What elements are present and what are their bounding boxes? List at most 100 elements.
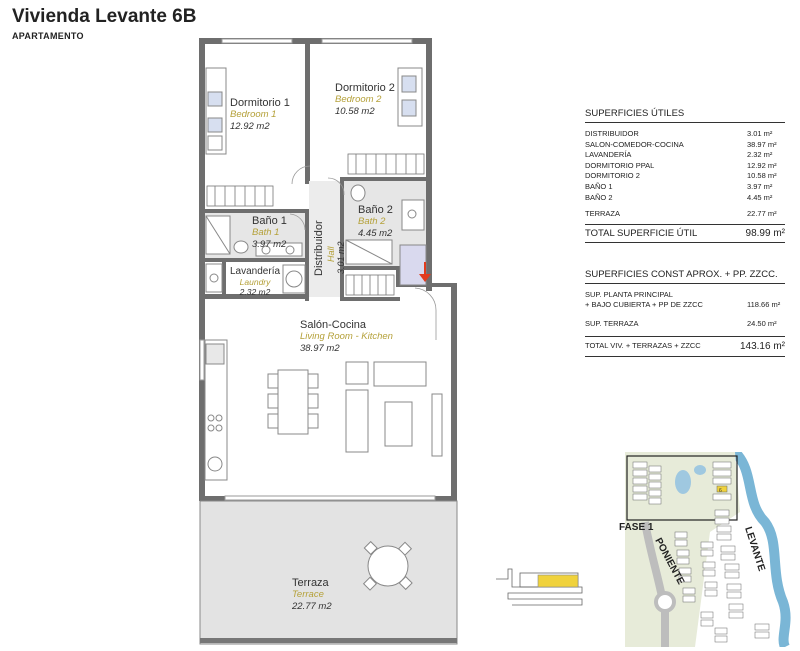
room-area: 22.77 m2 <box>292 601 332 612</box>
row-label: SUP. TERRAZA <box>585 318 639 328</box>
room-name: Salón-Cocina <box>300 319 367 331</box>
page-title: Vivienda Levante 6B <box>12 6 197 27</box>
room-area: 12.92 m2 <box>230 121 270 132</box>
table-row: LAVANDERÍA 2.32 m² <box>585 150 785 161</box>
room-name: Baño 1 <box>252 215 287 227</box>
bath2-fixtures <box>345 184 425 265</box>
row-value: 3.01 m² <box>747 129 773 138</box>
room-label-dorm2: Dormitorio 2 Bedroom 2 10.58 m2 <box>335 82 395 118</box>
total-const-row: TOTAL VIV. + TERRAZAS + ZZCC 143.16 m² <box>585 335 785 357</box>
row-label: SALON-COMEDOR-COCINA <box>585 139 684 149</box>
room-label-distribuidor: Distribuidor <box>313 220 325 276</box>
river <box>731 452 791 647</box>
site-map: 6 FASE 1 PONIENTE LEVANTE <box>605 452 795 647</box>
beds <box>205 67 423 155</box>
room-name-en: Terrace <box>292 589 324 600</box>
row-label: DORMITORIO 2 <box>585 171 640 181</box>
row-value: 2.32 m² <box>747 150 773 160</box>
room-label-distribuidor-en: Hall <box>326 245 336 262</box>
highlighted-unit <box>716 485 728 493</box>
row-value: 12.92 m² <box>747 160 777 170</box>
room-area: 4.45 m2 <box>358 228 393 239</box>
row-value: 38.97 m² <box>747 139 777 149</box>
row-label: TERRAZA <box>585 209 621 219</box>
room-name-en: Bedroom 2 <box>335 94 382 105</box>
total-label: TOTAL VIV. + TERRAZAS + ZZCC <box>585 340 701 350</box>
room-area: 10.58 m2 <box>335 106 375 117</box>
table-row: SALON-COMEDOR-COCINA 38.97 m² <box>585 140 785 151</box>
room-label-bano2: Baño 2 Bath 2 4.45 m2 <box>358 204 393 240</box>
row-label: DISTRIBUIDOR <box>585 129 639 138</box>
room-name-en: Bedroom 1 <box>230 109 277 120</box>
room-name: Dormitorio 2 <box>335 82 395 94</box>
room-name-en: Bath 1 <box>252 227 280 238</box>
superficies-utiles-heading: SUPERFICIES ÚTILES <box>585 108 785 123</box>
room-label-terraza: Terraza Terrace 22.77 m2 <box>292 577 332 613</box>
total-value: 143.16 m² <box>739 340 785 352</box>
kitchen-counter <box>204 339 228 481</box>
entrance-arrow-icon <box>419 262 431 282</box>
laundry-fixtures <box>205 263 306 294</box>
room-label-salon: Salón-Cocina Living Room - Kitchen 38.97… <box>300 319 393 355</box>
room-label-bano1: Baño 1 Bath 1 3.97 m2 <box>252 215 287 251</box>
room-name: Dormitorio 1 <box>230 97 290 109</box>
table-row: DISTRIBUIDOR 3.01 m² <box>585 129 785 140</box>
row-label: LAVANDERÍA <box>585 150 632 160</box>
roundabout <box>654 591 676 613</box>
pool <box>694 465 706 475</box>
terraza-row: TERRAZA 22.77 m² <box>585 209 785 220</box>
windows <box>199 38 436 501</box>
terrace-table <box>362 540 413 591</box>
planta-label-2: + BAJO CUBIERTA + PP DE ZZCC <box>585 300 703 310</box>
pool <box>675 470 691 494</box>
page-subtitle: APARTAMENTO <box>12 31 84 41</box>
sofa-set <box>345 361 443 457</box>
planta-value: 118.66 m² <box>747 300 781 310</box>
superficies-utiles-rows: DISTRIBUIDOR 3.01 m² SALON-COMEDOR-COCINA… <box>585 129 785 203</box>
entrance <box>399 244 427 286</box>
fase-label: FASE 1 <box>619 522 654 533</box>
room-name: Terraza <box>292 577 329 589</box>
room-label-lavanderia: Lavandería Laundry 2.32 m2 <box>230 266 280 297</box>
room-name: Baño 2 <box>358 204 393 216</box>
room-name: Lavandería <box>230 266 281 277</box>
building-key-plan <box>496 568 583 606</box>
row-value: 3.97 m² <box>747 181 773 191</box>
row-value: 22.77 m² <box>747 209 777 219</box>
total-label: TOTAL SUPERFICIE ÚTIL <box>585 227 698 239</box>
phase-boundary <box>626 455 738 521</box>
room-area: 2.32 m2 <box>239 287 271 297</box>
planta-row: SUP. PLANTA PRINCIPAL + BAJO CUBIERTA + … <box>585 290 785 311</box>
total-value: 98.99 m² <box>745 227 785 239</box>
bath1-fixtures <box>205 215 303 257</box>
row-value: 4.45 m² <box>747 192 773 202</box>
hall-floor <box>309 181 340 297</box>
room-label-distribuidor-m2: 3.01 m2 <box>336 241 346 274</box>
surface-table: SUPERFICIES ÚTILES DISTRIBUIDOR 3.01 m² S… <box>585 108 785 357</box>
row-label: BAÑO 2 <box>585 192 613 202</box>
row-label: BAÑO 1 <box>585 181 613 191</box>
table-row: BAÑO 2 4.45 m² <box>585 193 785 204</box>
dining-table <box>267 369 319 435</box>
sup-terraza-row: SUP. TERRAZA 24.50 m² <box>585 319 785 330</box>
unit-number: 6 <box>719 488 722 494</box>
terrace-floor <box>199 500 458 645</box>
planta-label-1: SUP. PLANTA PRINCIPAL <box>585 289 673 299</box>
superficies-const-heading: SUPERFICIES CONST APROX. + PP. ZZCC. <box>585 269 785 284</box>
row-value: 24.50 m² <box>747 318 777 328</box>
room-name-en: Living Room - Kitchen <box>300 331 393 342</box>
building-blocks <box>632 461 770 643</box>
room-name-en: Laundry <box>239 277 271 287</box>
table-row: BAÑO 1 3.97 m² <box>585 182 785 193</box>
room-label-dorm1: Dormitorio 1 Bedroom 1 12.92 m2 <box>230 97 290 133</box>
planta-labels: SUP. PLANTA PRINCIPAL + BAJO CUBIERTA + … <box>585 290 703 311</box>
room-area: 3.97 m2 <box>252 239 287 250</box>
doors <box>289 165 437 340</box>
room-area: 38.97 m2 <box>300 343 340 354</box>
total-util-row: TOTAL SUPERFICIE ÚTIL 98.99 m² <box>585 223 785 243</box>
highlighted-unit <box>537 574 579 588</box>
wardrobes <box>206 153 425 296</box>
